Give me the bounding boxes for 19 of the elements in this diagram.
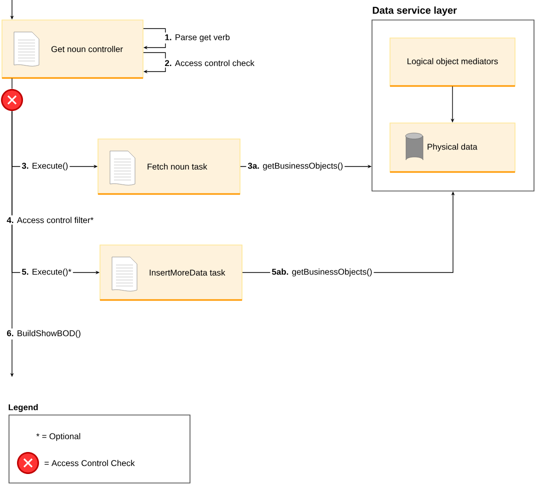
edge-label: 5ab. getBusinessObjects(): [270, 267, 374, 278]
edge-label: 5. Execute()*: [20, 267, 73, 278]
edge-label: 3. Execute(): [20, 161, 70, 172]
arrow: [143, 52, 166, 74]
edge-label: 2. Access control check: [163, 58, 256, 68]
legend-text: = Access Control Check: [44, 460, 135, 466]
edge-label: 3a. getBusinessObjects(): [246, 161, 345, 172]
process-box: Physical data: [390, 122, 516, 173]
legend-text: * = Optional: [36, 433, 80, 441]
step-label: 4. Access control filter*: [5, 215, 96, 225]
error-icon: [1, 89, 23, 111]
process-box: Get noun controller: [2, 20, 144, 79]
process-box: InsertMoreData task: [100, 244, 242, 301]
process-box: Fetch noun task: [98, 138, 240, 195]
legend-title: Legend: [8, 404, 38, 412]
step-label: 6. BuildShowBOD(): [5, 328, 82, 340]
process-box: Logical object mediators: [390, 38, 516, 87]
edge-label: 1. Parse get verb: [163, 32, 232, 44]
layer-title: Data service layer: [372, 6, 457, 16]
